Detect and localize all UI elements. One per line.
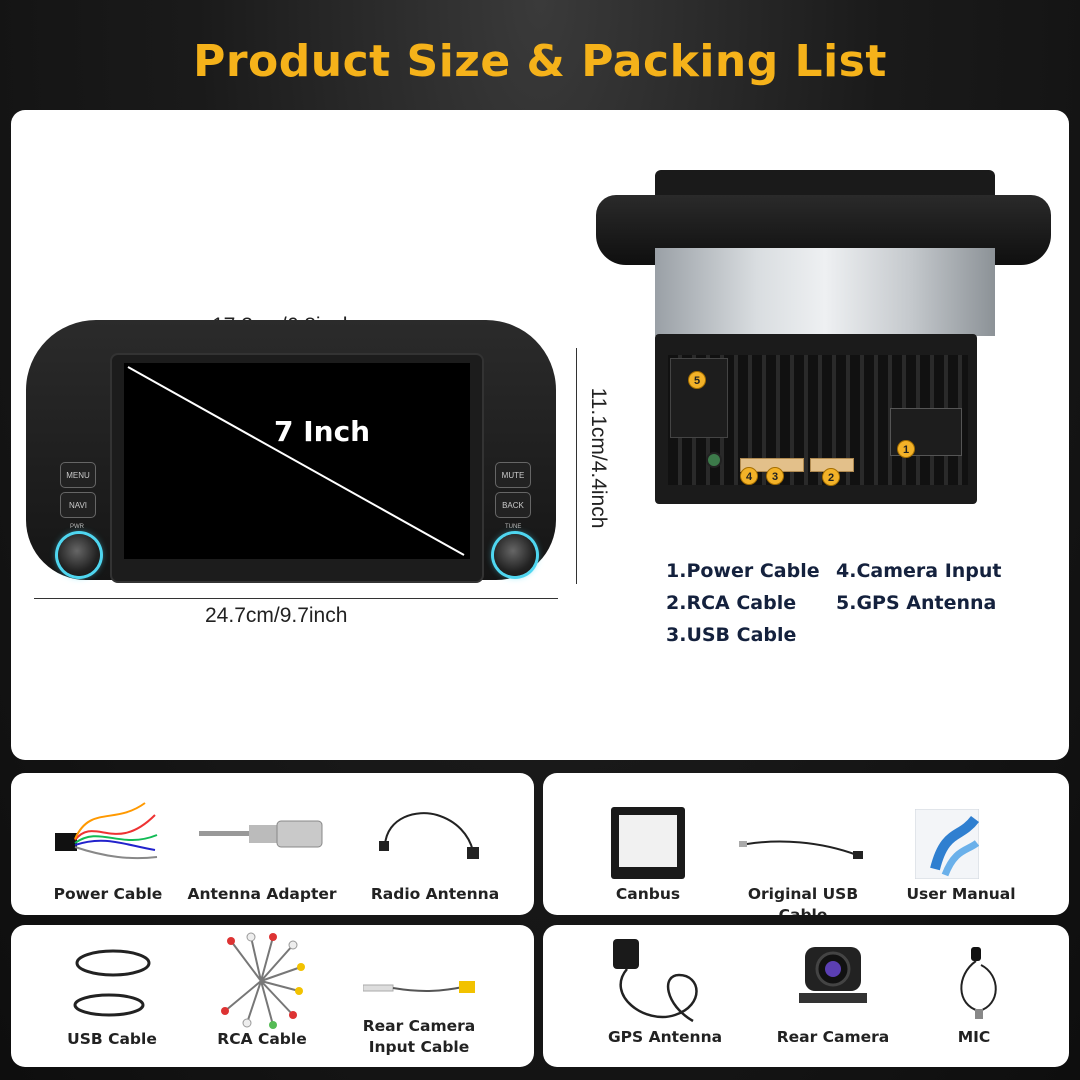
pk-antenna-adapter-label: Antenna Adapter <box>187 885 337 903</box>
pwr-label: PWR <box>70 524 84 530</box>
power-knob[interactable] <box>58 534 100 576</box>
mic-port <box>706 452 722 468</box>
page-title: Product Size & Packing List <box>193 36 887 87</box>
pk-user-manual-label: User Manual <box>906 885 1016 903</box>
rear-camera-icon <box>799 947 867 1003</box>
pk-power-cable-label: Power Cable <box>53 885 163 903</box>
mic-icon <box>960 947 997 1019</box>
packing-panel-bottom-right: GPS Antenna Rear Camera MIC <box>543 925 1069 1067</box>
gps-antenna-icon <box>613 939 698 1023</box>
height-line <box>576 348 577 584</box>
back-metal-housing <box>655 248 995 336</box>
packing-panel-top-left: Power Cable Antenna Adapter Radio Antenn… <box>11 773 534 915</box>
rca-cable-icon <box>221 932 305 1029</box>
pk-gps-antenna-label: GPS Antenna <box>607 1028 723 1046</box>
gps-port-block <box>670 358 728 438</box>
legend-rca-cable: 2.RCA Cable <box>666 592 797 614</box>
badge-4: 4 <box>740 467 758 485</box>
screen-diagonal <box>127 366 465 556</box>
navi-button[interactable]: NAVI <box>60 492 96 518</box>
legend-usb-cable: 3.USB Cable <box>666 624 797 646</box>
radio-antenna-icon <box>379 812 479 859</box>
badge-5: 5 <box>688 371 706 389</box>
total-width-label: 24.7cm/9.7inch <box>205 604 348 627</box>
power-cable-icon <box>55 802 158 860</box>
pk-mic-label: MIC <box>957 1028 991 1046</box>
screen-size-label: 7 Inch <box>274 415 371 448</box>
packing-panel-top-right: Canbus Original USB Cable User Manual <box>543 773 1069 915</box>
pk-original-usb-cable-label: Original USB Cable <box>747 885 859 915</box>
badge-2: 2 <box>822 468 840 486</box>
total-width-line <box>34 598 558 599</box>
pk-radio-antenna-label: Radio Antenna <box>370 885 500 903</box>
back-button[interactable]: BACK <box>495 492 531 518</box>
menu-button[interactable]: MENU <box>60 462 96 488</box>
usb-cable-icon <box>73 949 151 1017</box>
pk-canbus-label: Canbus <box>615 885 681 903</box>
user-manual-icon <box>915 809 979 879</box>
pk-usb-cable-label: USB Cable <box>67 1030 157 1048</box>
tune-knob[interactable] <box>494 534 536 576</box>
badge-3: 3 <box>766 467 784 485</box>
pk-rca-cable-label: RCA Cable <box>217 1030 307 1048</box>
legend-camera-input: 4.Camera Input <box>836 560 1002 582</box>
legend-gps-antenna: 5.GPS Antenna <box>836 592 997 614</box>
rear-camera-input-cable-icon <box>363 981 475 993</box>
radio-screen: 7 Inch <box>124 363 470 559</box>
canbus-icon <box>611 807 685 879</box>
antenna-adapter-icon <box>199 820 323 848</box>
packing-panel-bottom-left: USB Cable RCA Cable Rear Camera Input Ca… <box>11 925 534 1067</box>
pk-rear-camera-label: Rear Camera <box>776 1028 890 1046</box>
badge-1: 1 <box>897 440 915 458</box>
legend-power-cable: 1.Power Cable <box>666 560 820 582</box>
mute-button[interactable]: MUTE <box>495 462 531 488</box>
original-usb-cable-icon <box>739 840 863 859</box>
pk-rear-camera-input-cable-label: Rear Camera Input Cable <box>362 1017 476 1056</box>
height-label: 11.1cm/4.4inch <box>587 387 610 529</box>
tune-label: TUNE <box>505 524 522 530</box>
